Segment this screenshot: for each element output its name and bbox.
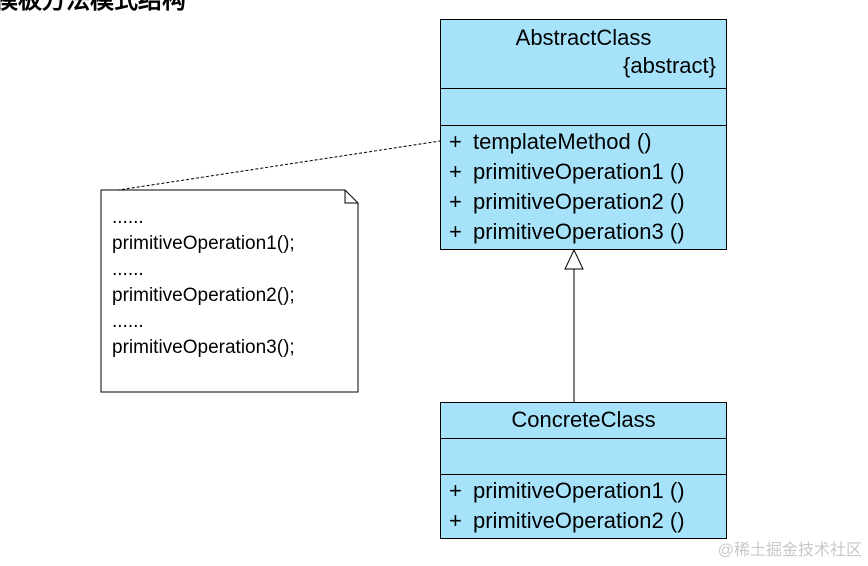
note-shape xyxy=(100,189,359,393)
diagram-heading: 模板方法模式结构 xyxy=(0,0,186,14)
watermark: @稀土掘金技术社区 xyxy=(717,542,862,559)
operation-signature: primitiveOperation1 () xyxy=(473,159,685,184)
concrete-class-box: ConcreteClass +primitiveOperation1 () +p… xyxy=(440,402,727,539)
concrete-class-name: ConcreteClass xyxy=(511,407,656,432)
operation-row: +templateMethod () xyxy=(449,129,652,154)
operation-row: +primitiveOperation2 () xyxy=(449,189,685,214)
concrete-class-header: ConcreteClass xyxy=(441,403,726,439)
abstract-class-operations: +templateMethod () +primitiveOperation1 … xyxy=(441,126,726,247)
note-text: ...... primitiveOperation1(); ...... pri… xyxy=(112,205,295,361)
operation-signature: primitiveOperation2 () xyxy=(473,189,685,214)
operation-row: +primitiveOperation2 () xyxy=(449,508,685,533)
note-line: ...... xyxy=(112,311,144,332)
inheritance-arrowhead xyxy=(564,248,584,270)
note-line: primitiveOperation2(); xyxy=(112,285,295,306)
abstract-class-name: AbstractClass xyxy=(515,25,652,50)
operation-signature: primitiveOperation1 () xyxy=(473,478,685,503)
operation-signature: primitiveOperation2 () xyxy=(473,508,685,533)
operation-signature: primitiveOperation3 () xyxy=(473,219,685,244)
note-anchor-line xyxy=(111,140,441,192)
note-line: ...... xyxy=(112,207,144,228)
note-dog-ear xyxy=(344,190,358,204)
operation-row: +primitiveOperation3 () xyxy=(449,219,685,244)
concrete-class-attributes xyxy=(441,439,726,475)
abstract-class-attributes xyxy=(441,89,726,126)
abstract-class-stereotype: {abstract} xyxy=(623,53,716,78)
note-line: primitiveOperation1(); xyxy=(112,233,295,254)
note-line: primitiveOperation3(); xyxy=(112,337,295,358)
code-note: ...... primitiveOperation1(); ...... pri… xyxy=(100,189,359,392)
operation-row: +primitiveOperation1 () xyxy=(449,159,685,184)
operation-signature: templateMethod () xyxy=(473,129,652,154)
abstract-class-box: AbstractClass {abstract} +templateMethod… xyxy=(440,19,727,250)
operation-row: +primitiveOperation1 () xyxy=(449,478,685,503)
concrete-class-operations: +primitiveOperation1 () +primitiveOperat… xyxy=(441,475,726,536)
note-line: ...... xyxy=(112,259,144,280)
abstract-class-header: AbstractClass {abstract} xyxy=(441,20,726,89)
